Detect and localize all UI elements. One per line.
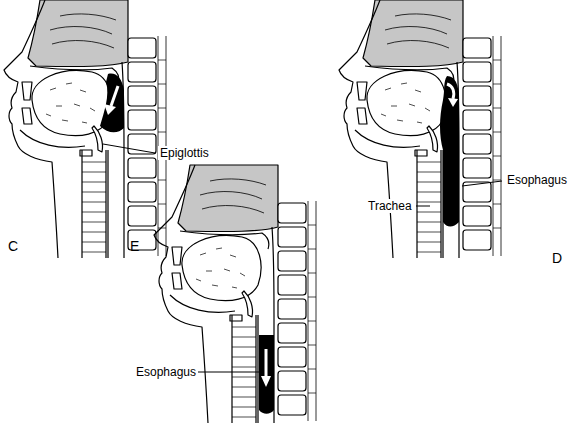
bolus bbox=[100, 74, 124, 133]
leader-line bbox=[103, 144, 155, 153]
leader-lines bbox=[103, 144, 502, 372]
panel-letter: D bbox=[550, 250, 564, 267]
flow-arrowhead bbox=[104, 104, 116, 115]
panel-letter: E bbox=[128, 238, 141, 255]
leader-line bbox=[198, 372, 262, 373]
head-section bbox=[154, 165, 316, 423]
panel-letter: C bbox=[6, 238, 20, 255]
panel-d-head bbox=[339, 0, 501, 258]
leader-line bbox=[416, 206, 430, 207]
panel-c-head bbox=[4, 0, 166, 258]
part-label: Esophagus bbox=[505, 173, 569, 187]
part-label: Esophagus bbox=[134, 365, 198, 379]
panel-e-head bbox=[154, 165, 316, 423]
flow-arrowhead bbox=[448, 98, 458, 107]
head-section bbox=[339, 0, 501, 258]
part-label: Epiglottis bbox=[158, 146, 211, 160]
part-label: Trachea bbox=[366, 199, 414, 213]
flow-arrowhead bbox=[261, 376, 271, 387]
bolus bbox=[440, 76, 459, 227]
leader-line bbox=[462, 181, 502, 186]
flow-arrow bbox=[111, 86, 118, 106]
bolus bbox=[259, 335, 274, 414]
head-section bbox=[4, 0, 166, 258]
flow-arrow bbox=[447, 84, 454, 99]
flow-arrow bbox=[265, 349, 268, 377]
